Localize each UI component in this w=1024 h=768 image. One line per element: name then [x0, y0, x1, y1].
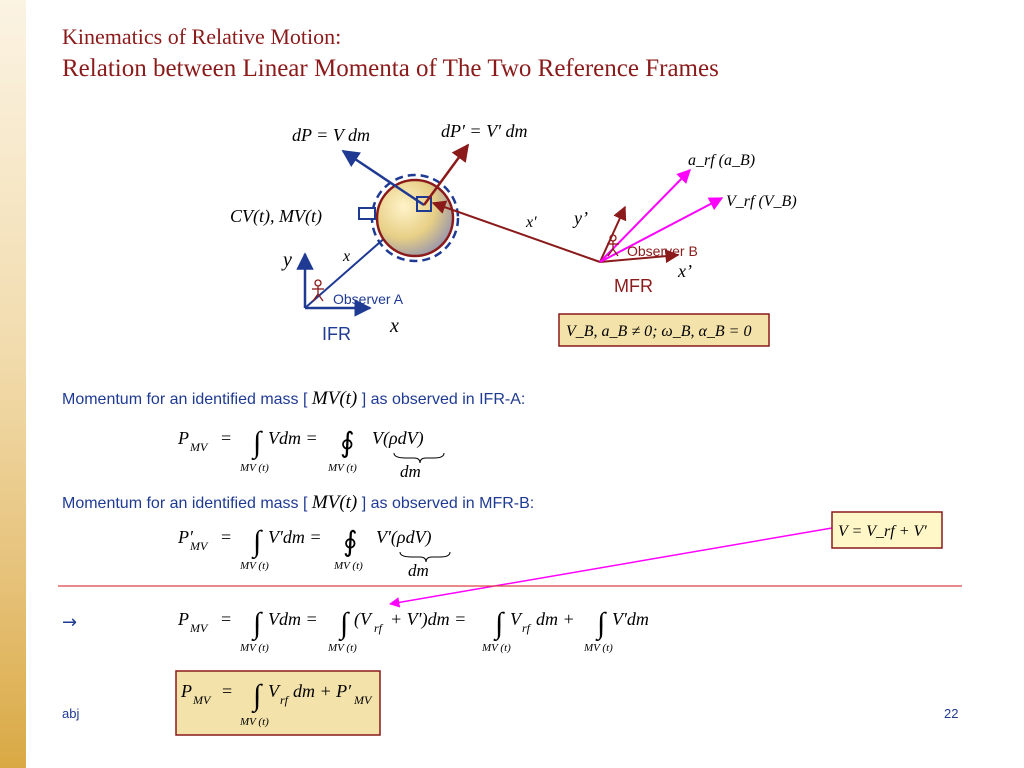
ifr-text-suffix: ] as observed in IFR-A: — [357, 391, 526, 408]
svg-text:MV: MV — [192, 693, 212, 707]
a-rf-vector — [599, 168, 691, 263]
svg-text:∫: ∫ — [338, 607, 350, 642]
observer-icon — [607, 234, 619, 257]
y-axis-label: y — [281, 249, 292, 271]
svg-text:∮: ∮ — [343, 527, 358, 558]
svg-text:P′: P′ — [177, 527, 194, 547]
relation-pointer — [388, 527, 833, 608]
svg-text:P: P — [180, 681, 192, 701]
svg-text:dm: dm — [400, 462, 421, 481]
observer-a-label: Observer A — [333, 291, 404, 307]
svg-text:rf: rf — [280, 693, 290, 707]
svg-text:∫: ∫ — [251, 679, 263, 714]
svg-text:MV (t): MV (t) — [239, 642, 269, 654]
slide-title-line1: Kinematics of Relative Motion: — [62, 24, 342, 49]
mfr-text-prefix: Momentum for an identified mass [ — [62, 495, 312, 512]
eq-dp-prime-label: dP′ = V′ dm — [441, 121, 528, 141]
sphere-icon — [370, 173, 460, 263]
svg-text:∫: ∫ — [251, 426, 263, 461]
svg-text:=: = — [221, 428, 231, 448]
dp-prime-vector — [422, 143, 470, 206]
svg-text:V′dm: V′dm — [612, 609, 649, 629]
cv-label: CV(t), MV(t) — [230, 206, 322, 227]
svg-text:MV: MV — [189, 440, 209, 454]
x-prime-axis-label: x’ — [677, 261, 692, 281]
svg-text:MV: MV — [189, 621, 209, 635]
x-vector-label: x — [342, 248, 350, 265]
ifr-axes — [296, 252, 372, 317]
ifr-label: IFR — [322, 324, 351, 344]
v-rf-label: V_rf (V_B) — [726, 193, 797, 210]
svg-text:dm +: dm + — [536, 609, 575, 629]
mfr-momentum-text: Momentum for an identified mass [ MV(t) … — [62, 492, 534, 514]
y-prime-axis-label: y’ — [572, 208, 588, 228]
relation-box — [831, 511, 943, 549]
svg-text:MV: MV — [189, 539, 209, 553]
mfr-text-suffix: ] as observed in MFR-B: — [357, 495, 535, 512]
svg-text:=: = — [221, 609, 231, 629]
left-decorative-bar — [0, 0, 26, 768]
a-rf-label: a_rf (a_B) — [688, 152, 755, 169]
svg-text:MV (t): MV (t) — [239, 716, 269, 728]
svg-text:MV (t): MV (t) — [583, 642, 613, 654]
v-rf-vector — [599, 197, 724, 263]
svg-text:rf: rf — [522, 621, 532, 635]
slide-title-line2: Relation between Linear Momenta of The T… — [62, 55, 719, 82]
svg-text:Vdm =: Vdm = — [268, 428, 318, 448]
svg-text:P: P — [177, 609, 189, 629]
cv-marker — [358, 207, 376, 220]
svg-text:dm + P′: dm + P′ — [293, 681, 352, 701]
equation-3: P MV = ∫ Vdm = ∫ (V rf + V′)dm = ∫ V rf … — [177, 607, 649, 654]
ifr-text-prefix: Momentum for an identified mass [ — [62, 391, 312, 408]
svg-text:V(ρdV): V(ρdV) — [372, 428, 424, 449]
svg-text:MV: MV — [353, 693, 373, 707]
observer-icon — [312, 279, 324, 302]
svg-text:(V: (V — [354, 609, 373, 630]
position-vector-x-prime — [431, 200, 601, 263]
svg-text:P: P — [177, 428, 189, 448]
svg-text:∫: ∫ — [251, 607, 263, 642]
svg-text:MV (t): MV (t) — [239, 462, 269, 474]
final-equation: P MV = ∫ V rf dm + P′ MV MV (t) — [180, 679, 373, 728]
svg-text:MV (t): MV (t) — [239, 560, 269, 572]
x-axis-label: x — [389, 315, 399, 337]
svg-text:V: V — [268, 681, 281, 701]
page-number: 22 — [944, 706, 959, 721]
relation-box-text: V = V_rf + V′ — [838, 523, 927, 540]
svg-text:=: = — [221, 527, 231, 547]
arrow-icon: → — [62, 612, 78, 633]
svg-text:∫: ∫ — [251, 525, 263, 560]
svg-text:Vdm =: Vdm = — [268, 609, 318, 629]
footer-author: abj — [62, 706, 80, 721]
dp-vector — [341, 149, 425, 207]
svg-text:V: V — [510, 609, 523, 629]
x-prime-vector-label: x′ — [525, 214, 537, 231]
condition-box-text: V_B, a_B ≠ 0; ω_B, α_B = 0 — [566, 323, 751, 340]
condition-box — [558, 313, 770, 347]
svg-text:+ V′)dm =: + V′)dm = — [390, 609, 466, 630]
svg-text:dm: dm — [408, 561, 429, 580]
svg-text:MV (t): MV (t) — [481, 642, 511, 654]
svg-text:V′(ρdV): V′(ρdV) — [376, 527, 432, 548]
svg-text:∫: ∫ — [493, 607, 505, 642]
observer-b-label: Observer B — [627, 243, 698, 259]
svg-text:V′dm =: V′dm = — [268, 527, 322, 547]
mfr-label: MFR — [614, 276, 653, 296]
svg-text:=: = — [222, 681, 232, 701]
svg-text:MV (t): MV (t) — [327, 642, 357, 654]
mfr-text-mv: MV(t) — [311, 492, 358, 513]
svg-text:∫: ∫ — [595, 607, 607, 642]
equation-1: P MV = ∫ Vdm = ∮ V(ρdV) dm MV (t) MV (t) — [177, 426, 445, 481]
eq-dp-label: dP = V dm — [292, 125, 370, 145]
svg-text:MV (t): MV (t) — [333, 560, 363, 572]
final-equation-box — [175, 670, 381, 736]
svg-text:∮: ∮ — [340, 428, 355, 459]
ifr-momentum-text: Momentum for an identified mass [ MV(t) … — [62, 388, 525, 410]
svg-text:rf: rf — [374, 621, 384, 635]
equation-2: P′ MV = ∫ V′dm = ∮ V′(ρdV) dm MV (t) MV … — [177, 525, 451, 580]
ifr-text-mv: MV(t) — [311, 388, 358, 409]
svg-text:MV (t): MV (t) — [327, 462, 357, 474]
